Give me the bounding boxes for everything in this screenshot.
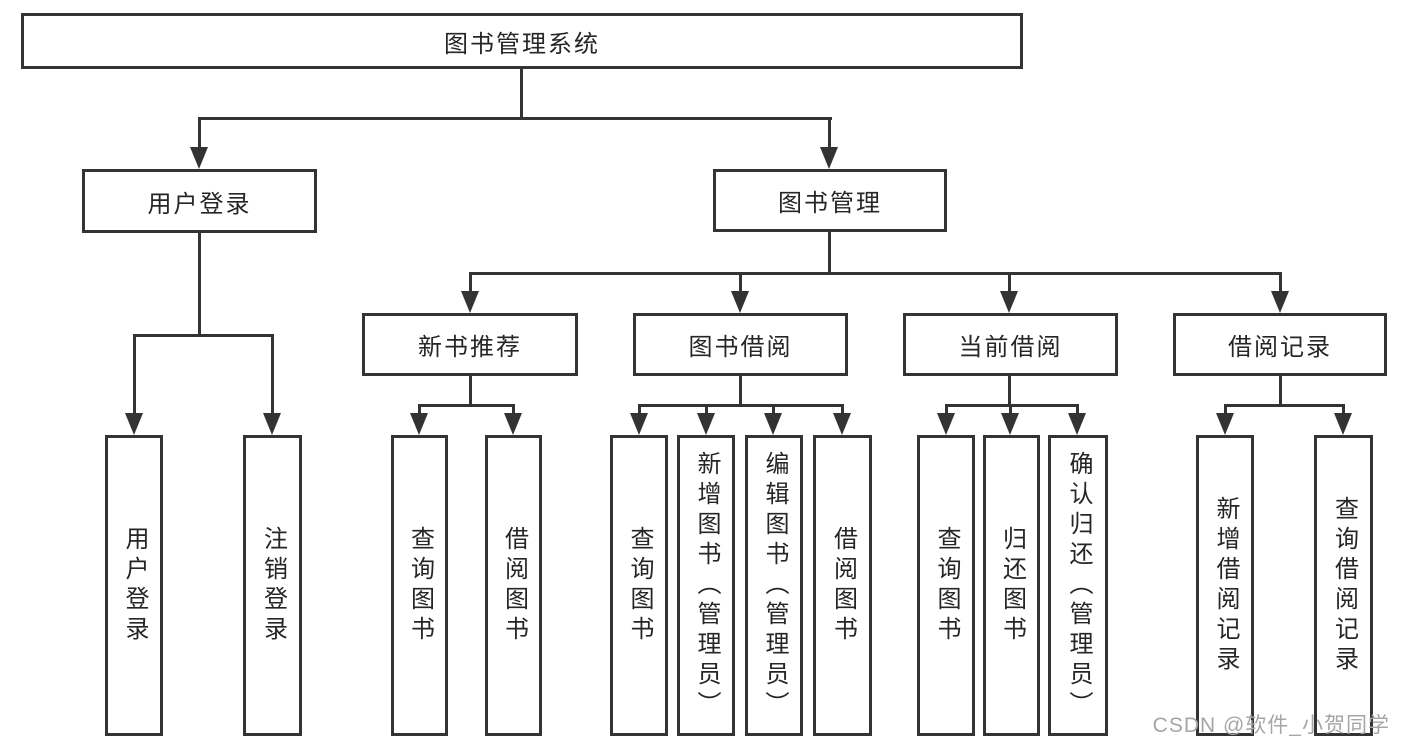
connector-drop-borrow-record [1279, 272, 1282, 293]
leaf-user-login-label: 用户登录 [121, 525, 148, 646]
leaf-confirm-return-admin: 确认归还（管理员） [1048, 435, 1108, 736]
connector-drop [418, 404, 421, 414]
connector-drop-logout-leaf [271, 334, 274, 414]
connector-drop [772, 404, 775, 414]
arrow-down-icon [190, 147, 208, 169]
arrow-down-icon [833, 413, 851, 435]
leaf-query-books-borrow: 查询图书 [610, 435, 668, 736]
connector-drop [1076, 404, 1079, 414]
leaf-query-books-borrow-label: 查询图书 [626, 525, 653, 646]
arrow-down-icon [697, 413, 715, 435]
watermark: CSDN @软件_小贺同学 [1152, 714, 1390, 737]
node-borrow-record-label: 借阅记录 [1228, 334, 1332, 361]
leaf-borrow-books-label: 借阅图书 [829, 525, 857, 646]
connector-drop [512, 404, 515, 414]
connector-level2-rail [198, 117, 832, 120]
connector-borrow-record-stem [1279, 376, 1282, 405]
arrow-down-icon [1334, 413, 1352, 435]
arrow-down-icon [1271, 291, 1289, 313]
connector-drop [945, 404, 948, 414]
arrow-down-icon [820, 147, 838, 169]
leaf-query-borrow-record-label: 查询借阅记录 [1330, 495, 1358, 676]
arrow-down-icon [263, 413, 281, 435]
node-new-book-recommend: 新书推荐 [362, 313, 578, 376]
connector-user-login-rail [133, 334, 273, 337]
connector-drop [1342, 404, 1345, 414]
leaf-logout-label: 注销登录 [259, 525, 287, 646]
connector-drop [638, 404, 641, 414]
leaf-confirm-return-admin-label: 确认归还（管理员） [1065, 450, 1092, 721]
arrow-down-icon [1216, 413, 1234, 435]
connector-drop-new-book-recommend [469, 272, 472, 293]
arrow-down-icon [630, 413, 648, 435]
connector-level3-rail [469, 272, 1281, 275]
leaf-query-books-current-label: 查询图书 [933, 525, 960, 646]
connector-drop-user-login [198, 117, 201, 149]
arrow-down-icon [461, 291, 479, 313]
node-new-book-recommend-label: 新书推荐 [418, 334, 522, 361]
connector-drop-current-borrow [1008, 272, 1011, 293]
leaf-add-books-admin: 新增图书（管理员） [677, 435, 735, 736]
arrow-down-icon [764, 413, 782, 435]
leaf-add-borrow-record: 新增借阅记录 [1196, 435, 1254, 736]
arrow-down-icon [937, 413, 955, 435]
node-borrow-record: 借阅记录 [1173, 313, 1387, 376]
connector-new-book-recommend-rail [418, 404, 515, 407]
leaf-borrow-books: 借阅图书 [813, 435, 872, 736]
connector-current-borrow-rail [945, 404, 1079, 407]
connector-user-login-stem [198, 233, 201, 334]
node-book-borrow: 图书借阅 [633, 313, 848, 376]
connector-drop-book-borrow [739, 272, 742, 293]
leaf-borrow-books-recommend: 借阅图书 [485, 435, 542, 736]
arrow-down-icon [1000, 291, 1018, 313]
connector-drop [1224, 404, 1227, 414]
leaf-edit-books-admin-label: 编辑图书（管理员） [761, 450, 788, 721]
connector-drop-book-management [828, 117, 831, 149]
connector-drop-user-login-leaf [133, 334, 136, 414]
leaf-logout: 注销登录 [243, 435, 302, 736]
arrow-down-icon [504, 413, 522, 435]
leaf-borrow-books-recommend-label: 借阅图书 [500, 525, 528, 646]
leaf-add-books-admin-label: 新增图书（管理员） [693, 450, 720, 721]
node-root-label: 图书管理系统 [444, 30, 600, 58]
leaf-user-login: 用户登录 [105, 435, 163, 736]
arrow-down-icon [1068, 413, 1086, 435]
leaf-query-books-recommend-label: 查询图书 [406, 525, 434, 646]
leaf-return-books: 归还图书 [983, 435, 1040, 736]
connector-drop [1009, 404, 1012, 414]
node-book-borrow-label: 图书借阅 [688, 334, 793, 361]
leaf-query-borrow-record: 查询借阅记录 [1314, 435, 1373, 736]
leaf-query-books-recommend: 查询图书 [391, 435, 448, 736]
node-current-borrow: 当前借阅 [903, 313, 1118, 376]
connector-drop [841, 404, 844, 414]
connector-borrow-record-rail [1224, 404, 1345, 407]
node-book-management: 图书管理 [713, 169, 947, 232]
node-root: 图书管理系统 [21, 13, 1023, 69]
leaf-edit-books-admin: 编辑图书（管理员） [745, 435, 803, 736]
connector-new-book-recommend-stem [469, 376, 472, 405]
node-book-management-label: 图书管理 [778, 190, 882, 217]
leaf-query-books-current: 查询图书 [917, 435, 975, 736]
node-current-borrow-label: 当前借阅 [958, 334, 1063, 361]
leaf-add-borrow-record-label: 新增借阅记录 [1212, 495, 1239, 676]
connector-book-management-stem [828, 232, 831, 273]
leaf-return-books-label: 归还图书 [998, 525, 1026, 646]
arrow-down-icon [731, 291, 749, 313]
connector-book-borrow-rail [638, 404, 844, 407]
arrow-down-icon [1001, 413, 1019, 435]
connector-root-stem [520, 69, 523, 117]
connector-book-borrow-stem [739, 376, 742, 405]
connector-drop [705, 404, 708, 414]
arrow-down-icon [125, 413, 143, 435]
node-user-login-label: 用户登录 [147, 190, 252, 218]
arrow-down-icon [410, 413, 428, 435]
node-user-login: 用户登录 [82, 169, 317, 233]
connector-current-borrow-stem [1008, 376, 1011, 405]
